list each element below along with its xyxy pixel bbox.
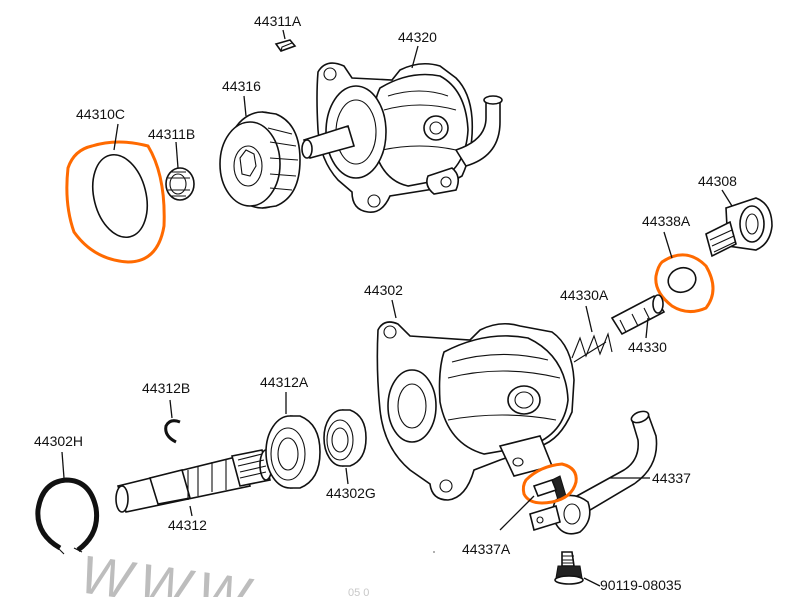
gasket-44310C-icon <box>92 153 148 239</box>
bolt-90119-icon <box>554 551 584 585</box>
label-44310C: 44310C <box>76 106 125 122</box>
o-ring-44338A-icon <box>667 266 697 294</box>
highlight-44310C <box>65 140 166 264</box>
coil-spring-44330A-icon <box>571 332 613 363</box>
key-44311A-icon <box>274 39 297 52</box>
label-44330A: 44330A <box>560 287 609 303</box>
label-44302: 44302 <box>364 282 403 298</box>
label-44338A: 44338A <box>642 213 691 229</box>
label-44337A: 44337A <box>462 541 511 557</box>
clip-44312B-icon <box>164 419 181 444</box>
watermark-small: 05 0 <box>348 587 369 597</box>
label-44302H: 44302H <box>34 433 83 449</box>
highlight-44338A <box>654 253 715 313</box>
watermark-text: WWW. <box>76 544 280 597</box>
splined-shaft-44312-icon <box>115 449 273 513</box>
label-44337: 44337 <box>652 470 691 486</box>
flow-valve-44330-icon <box>610 294 666 336</box>
ball-bearing-44302G-icon <box>323 409 367 467</box>
label-44302G: 44302G <box>326 485 376 501</box>
label-44320: 44320 <box>398 29 437 45</box>
label-44312A: 44312A <box>260 374 309 390</box>
needle-bearing-44311B-icon <box>165 167 195 201</box>
label-44312: 44312 <box>168 517 207 533</box>
label-44311A: 44311A <box>254 13 302 29</box>
return-pipe-44337-icon <box>529 410 658 535</box>
ball-bearing-44312A-icon <box>265 415 321 489</box>
label-90119: 90119-08035 <box>600 577 682 593</box>
highlight-44337A <box>521 462 578 505</box>
speck-dot <box>433 551 435 553</box>
label-44308: 44308 <box>698 173 737 189</box>
snap-ring-44302H-icon <box>35 477 100 555</box>
label-44312B: 44312B <box>142 380 190 396</box>
rotor-44316-icon <box>219 111 301 209</box>
label-44330: 44330 <box>628 339 667 355</box>
label-44316: 44316 <box>222 78 261 94</box>
label-44311B: 44311B <box>148 126 195 142</box>
pump-cover-44320-icon <box>301 62 503 213</box>
gasket-44337A-icon <box>532 479 558 497</box>
pump-housing-44302-icon <box>376 321 575 501</box>
union-fitting-44308-icon <box>705 197 773 258</box>
